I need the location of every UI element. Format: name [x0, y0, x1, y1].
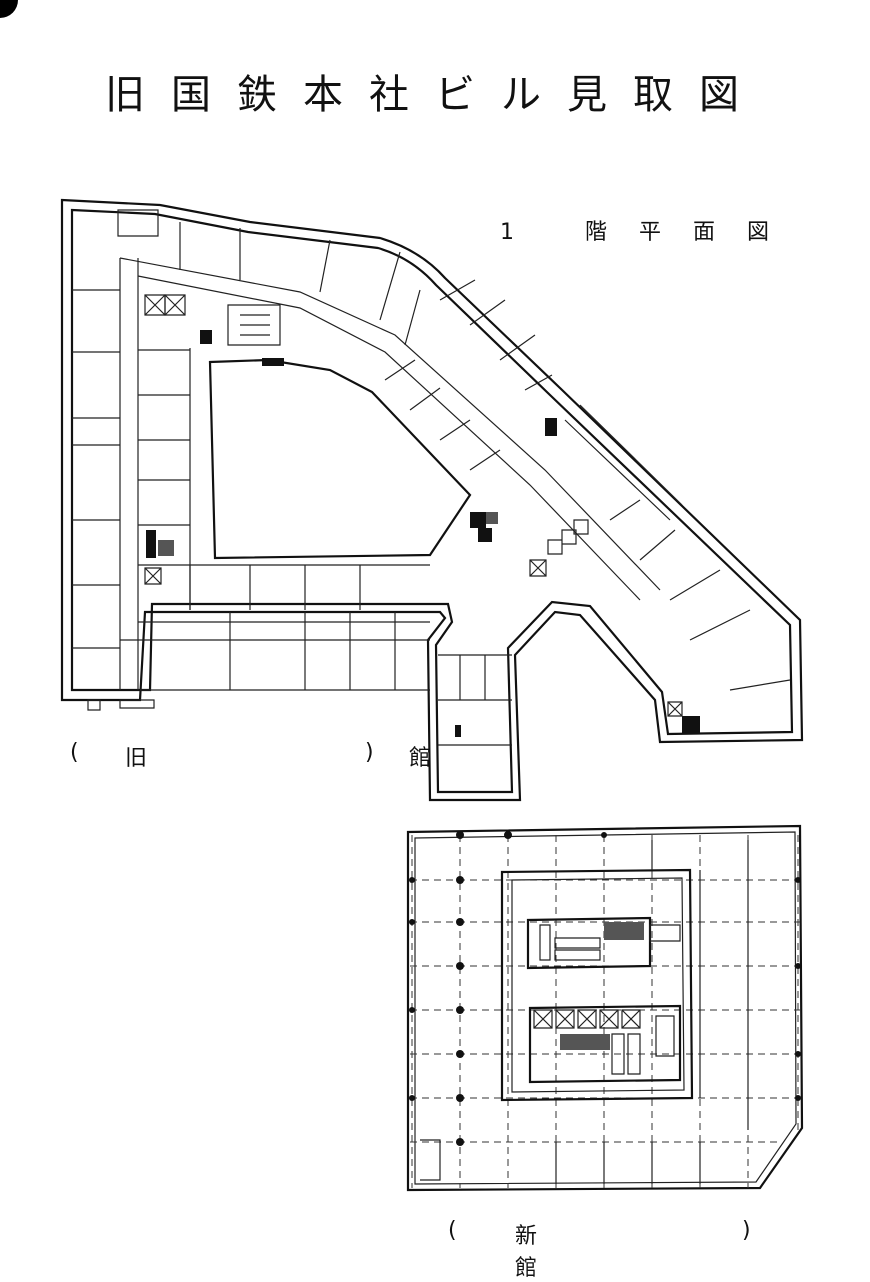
floor-label: 1 階平面図 [500, 220, 801, 245]
new-wing-close-paren: ) [742, 1218, 751, 1243]
old-wing-label: 旧 館 [125, 746, 552, 771]
page-title: 旧国鉄本社ビル見取図 [105, 72, 765, 118]
old-wing-close-paren: ) [365, 740, 374, 765]
new-wing-plan [406, 824, 804, 1192]
new-wing-open-paren: ( [448, 1218, 457, 1243]
new-wing-label: 新 館 [515, 1224, 780, 1281]
old-wing-open-paren: ( [70, 740, 79, 765]
old-wing-plan [60, 198, 804, 802]
